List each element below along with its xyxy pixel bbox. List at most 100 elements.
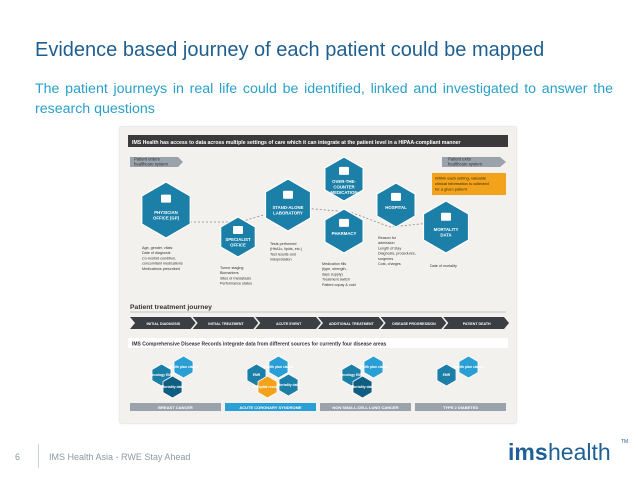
record-hexagon xyxy=(257,375,278,399)
journey-step-label: DISEASE PROGRESSION xyxy=(392,322,436,326)
info-list-item: Performance status xyxy=(220,282,252,286)
setting-label: MORTALITY xyxy=(434,227,459,232)
record-hexagon xyxy=(278,373,299,397)
info-list-item: Age, gender, vitals xyxy=(142,246,172,250)
info-list-item: Date of diagnosis xyxy=(142,251,171,255)
journey-step xyxy=(192,317,259,329)
info-list-item: (type, strength, xyxy=(322,267,347,271)
info-list-item: Test results and xyxy=(270,252,296,256)
setting-hexagon xyxy=(422,200,470,254)
setting-hexagon xyxy=(141,181,191,239)
setting-label: OFFICE (GP) xyxy=(153,216,180,221)
record-hexagon xyxy=(436,363,457,387)
exit-label: Patient exits xyxy=(448,157,471,162)
disease-area-label: NON SMALL-CELL LUNG CANCER xyxy=(332,405,398,410)
info-list-item: Co-morbid condition, xyxy=(142,256,176,260)
setting-label: DATA xyxy=(440,233,451,238)
info-list-item: Treatment switch xyxy=(322,278,350,282)
setting-label: MEDICATION xyxy=(331,190,358,195)
header-bar xyxy=(128,135,508,147)
journey-step xyxy=(443,317,509,329)
record-hexagon-label: Mortality data xyxy=(277,383,299,387)
imshealth-logo: ims health TM xyxy=(508,439,628,465)
info-list-item: days supply) xyxy=(322,272,343,276)
setting-icon xyxy=(233,226,243,234)
callout-text: Within each setting, valuable xyxy=(435,176,487,181)
info-list-item: Tests performed xyxy=(270,242,296,246)
record-hexagon xyxy=(268,355,289,379)
setting-label: LABORATORY xyxy=(273,211,303,216)
disease-area-bar xyxy=(130,403,221,411)
info-list-item: interpretation xyxy=(270,258,292,262)
journey-step xyxy=(130,317,196,329)
record-hexagon-label: Mortality data xyxy=(351,385,373,389)
journey-step-label: INITIAL TREATMENT xyxy=(208,322,244,326)
info-list-item: Diagnosis, procedures, xyxy=(378,252,416,256)
disease-area-label: ACUTE CORONARY SYNDROME xyxy=(239,405,302,410)
record-hexagon xyxy=(363,355,384,379)
setting-icon xyxy=(339,166,349,175)
footer-divider xyxy=(38,444,39,468)
info-list-item: Medications prescribed xyxy=(142,267,180,271)
info-list-item: Length of stay xyxy=(378,246,401,250)
setting-label: OFFICE xyxy=(230,243,246,248)
info-list-item: Tumor staging xyxy=(220,266,243,270)
page-number: 6 xyxy=(15,452,21,462)
setting-label: PHYSICIAN xyxy=(154,210,177,215)
infographic-canvas: IMS Health has access to data across mul… xyxy=(128,135,509,411)
setting-label: STAND-ALONE xyxy=(273,205,304,210)
exit-arrow xyxy=(442,157,506,167)
info-list-item: Date of mortality xyxy=(430,264,457,268)
callout-text: for a given patient xyxy=(435,187,468,192)
records-title: IMS Comprehensive Disease Records integr… xyxy=(132,342,386,348)
enter-label: Patient enters xyxy=(134,157,160,162)
journey-step-label: ADDITIONAL TREATMENT xyxy=(329,322,375,326)
setting-hexagon xyxy=(264,178,312,232)
record-hexagon-label: Health plan claims xyxy=(454,365,484,369)
disease-area-label: TYPE 2 DIABETES xyxy=(443,405,478,410)
info-list-item: Cost, charges xyxy=(378,262,401,266)
record-hexagon-label: EMR xyxy=(443,373,451,377)
info-list-item: Medication fills xyxy=(322,262,346,266)
record-hexagon-label: Mortality data xyxy=(161,385,183,389)
disease-area-label: BREAST CANCER xyxy=(158,405,193,410)
logo-tm: TM xyxy=(621,439,628,445)
setting-hexagon xyxy=(376,182,416,228)
info-list-item: (HbA1c, lipids, etc.) xyxy=(270,247,302,251)
setting-label: SPECIALIST xyxy=(225,237,251,242)
header-text: IMS Health has access to data across mul… xyxy=(132,140,461,146)
record-hexagon-label: EMR xyxy=(253,373,261,377)
setting-hexagon xyxy=(324,156,364,202)
journey-step xyxy=(255,317,321,329)
journey-step-label: PATIENT DEATH xyxy=(463,322,491,326)
record-hexagon xyxy=(162,375,183,399)
info-list-item: surgeries xyxy=(378,257,393,261)
callout-box xyxy=(432,173,506,195)
info-list-item: Patient copay & cost xyxy=(322,283,356,287)
record-hexagon-label: Oncology EMR xyxy=(149,373,174,377)
setting-icon xyxy=(391,192,401,201)
setting-icon xyxy=(161,194,171,203)
logo-health: health xyxy=(548,439,611,465)
enter-label: healthcare system xyxy=(134,162,168,167)
setting-icon xyxy=(441,212,451,221)
setting-icon xyxy=(283,190,293,199)
record-hexagon xyxy=(458,355,479,379)
info-list-item: Reason for xyxy=(378,236,397,240)
records-title-bar xyxy=(128,338,508,348)
record-hexagon xyxy=(173,355,194,379)
journey-step-label: INITIAL DIAGNOSIS xyxy=(146,322,180,326)
info-list-item: Biomarkers xyxy=(220,271,239,275)
setting-label: HOSPITAL xyxy=(385,205,407,210)
setting-hexagon xyxy=(220,216,256,258)
record-hexagon-label: Health plan claims xyxy=(359,365,389,369)
disease-area-bar xyxy=(320,403,411,411)
setting-label: COUNTER xyxy=(333,185,355,190)
logo-ims: ims xyxy=(508,439,548,465)
journey-step-label: ACUTE EVENT xyxy=(276,322,302,326)
info-list-item: concomitant medications xyxy=(142,262,183,266)
slide-title: Evidence based journey of each patient c… xyxy=(35,39,545,61)
setting-icon xyxy=(339,218,349,227)
record-hexagon-label: Oncology EMR xyxy=(339,373,364,377)
callout-text: clinical information is collected xyxy=(435,181,489,186)
